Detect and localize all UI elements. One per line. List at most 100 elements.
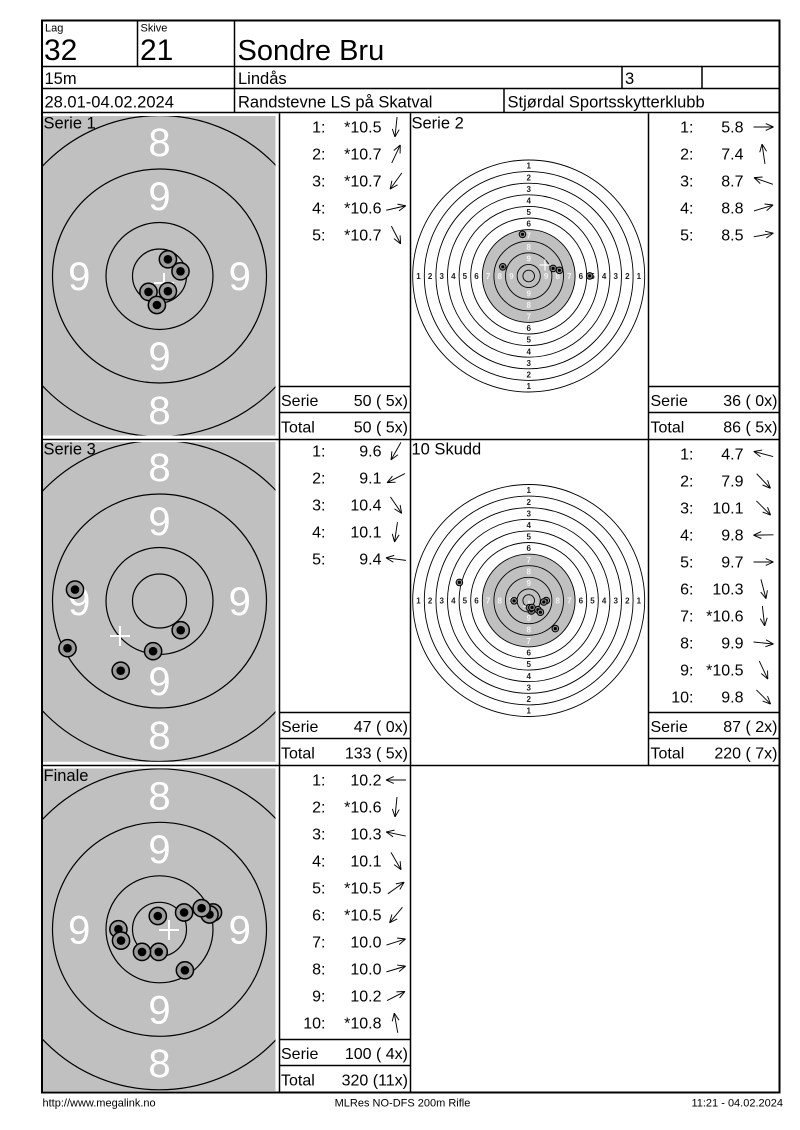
svg-text:3: 3: [613, 272, 618, 281]
svg-text:7: 7: [567, 272, 572, 281]
svg-text:1: 1: [526, 162, 531, 171]
svg-text:5:: 5:: [312, 881, 325, 898]
svg-text:Serie 2: Serie 2: [412, 114, 464, 132]
svg-text:Serie: Serie: [281, 1046, 318, 1063]
svg-text:3: 3: [439, 596, 444, 605]
svg-text:3: 3: [526, 359, 531, 368]
svg-text:9: 9: [229, 255, 251, 299]
svg-text:6: 6: [579, 596, 584, 605]
svg-text:2: 2: [625, 596, 630, 605]
svg-text:3: 3: [526, 683, 531, 692]
svg-text:6: 6: [474, 596, 479, 605]
svg-text:8: 8: [148, 775, 170, 819]
svg-text:9: 9: [68, 255, 90, 299]
svg-text:Sondre Bru: Sondre Bru: [238, 35, 385, 67]
svg-text:6:: 6:: [312, 908, 325, 925]
svg-text:28.01-04.02.2024: 28.01-04.02.2024: [45, 94, 174, 112]
svg-text:9: 9: [544, 272, 549, 281]
svg-text:9: 9: [148, 828, 170, 872]
svg-text:4: 4: [602, 596, 607, 605]
svg-text:6: 6: [579, 272, 584, 281]
svg-text:8: 8: [497, 272, 502, 281]
svg-text:5: 5: [526, 208, 531, 217]
svg-text:*10.6: *10.6: [706, 609, 743, 626]
svg-text:8:: 8:: [312, 962, 325, 979]
svg-text:2: 2: [625, 272, 630, 281]
svg-text:5:: 5:: [312, 552, 325, 569]
svg-text:3:: 3:: [312, 498, 325, 515]
svg-text:9.6: 9.6: [359, 444, 381, 461]
svg-text:9.9: 9.9: [721, 636, 743, 653]
svg-text:4:: 4:: [312, 201, 325, 218]
svg-text:10.0: 10.0: [350, 935, 381, 952]
svg-text:Serie: Serie: [281, 393, 318, 410]
svg-text:9:: 9:: [312, 989, 325, 1006]
svg-text:6: 6: [526, 220, 531, 229]
svg-text:9: 9: [526, 289, 531, 298]
svg-text:8: 8: [148, 446, 170, 490]
svg-text:10.3: 10.3: [350, 827, 381, 844]
svg-text:1: 1: [526, 382, 531, 391]
svg-text:1: 1: [526, 486, 531, 495]
svg-text:9: 9: [148, 335, 170, 379]
svg-text:8: 8: [148, 1042, 170, 1086]
svg-text:10.2: 10.2: [350, 773, 381, 790]
svg-text:2:: 2:: [312, 147, 325, 164]
svg-text:*10.7: *10.7: [344, 147, 381, 164]
svg-text:6:: 6:: [680, 582, 693, 599]
svg-text:*10.6: *10.6: [344, 201, 381, 218]
svg-text:2:: 2:: [312, 471, 325, 488]
svg-text:7: 7: [486, 596, 491, 605]
svg-text:1: 1: [526, 707, 531, 716]
svg-text:5: 5: [463, 596, 468, 605]
svg-text:7: 7: [486, 272, 491, 281]
svg-text:320 (11x): 320 (11x): [342, 1072, 408, 1089]
svg-text:4:: 4:: [312, 525, 325, 542]
svg-text:Finale: Finale: [44, 767, 89, 785]
svg-text:9: 9: [148, 175, 170, 219]
svg-text:1:: 1:: [680, 447, 693, 464]
svg-text:5: 5: [463, 272, 468, 281]
svg-text:2:: 2:: [680, 147, 693, 164]
svg-text:4: 4: [451, 272, 456, 281]
svg-text:2:: 2:: [680, 474, 693, 491]
svg-text:9.8: 9.8: [721, 528, 743, 545]
svg-text:2:: 2:: [312, 800, 325, 817]
svg-text:8: 8: [526, 301, 531, 310]
svg-text:7.9: 7.9: [721, 474, 743, 491]
svg-text:133 ( 5x): 133 ( 5x): [345, 746, 408, 763]
svg-text:9: 9: [148, 989, 170, 1033]
svg-text:7: 7: [567, 596, 572, 605]
svg-text:4:: 4:: [680, 528, 693, 545]
svg-text:7: 7: [526, 231, 531, 240]
svg-text:3: 3: [625, 70, 634, 88]
svg-text:9.1: 9.1: [359, 471, 381, 488]
svg-text:3: 3: [526, 185, 531, 194]
svg-text:9: 9: [148, 500, 170, 544]
svg-text:8: 8: [148, 389, 170, 433]
svg-text:10.4: 10.4: [350, 498, 381, 515]
svg-text:5:: 5:: [680, 228, 693, 245]
svg-text:5.8: 5.8: [721, 120, 743, 137]
svg-text:87 ( 2x): 87 ( 2x): [723, 719, 777, 736]
svg-text:2: 2: [526, 371, 531, 380]
svg-text:9.4: 9.4: [359, 552, 381, 569]
svg-text:Total: Total: [281, 1072, 315, 1089]
svg-text:5:: 5:: [312, 228, 325, 245]
svg-text:3: 3: [526, 509, 531, 518]
svg-text:1: 1: [416, 596, 421, 605]
svg-text:4: 4: [526, 672, 531, 681]
svg-text:6: 6: [526, 324, 531, 333]
svg-text:50 ( 5x): 50 ( 5x): [354, 419, 408, 436]
svg-text:7: 7: [526, 313, 531, 322]
svg-text:9:: 9:: [680, 663, 693, 680]
svg-text:4: 4: [451, 596, 456, 605]
svg-text:9: 9: [526, 579, 531, 588]
svg-text:*10.7: *10.7: [344, 228, 381, 245]
svg-text:10.1: 10.1: [350, 854, 381, 871]
svg-text:Serie: Serie: [651, 719, 688, 736]
svg-text:Lag: Lag: [45, 23, 63, 35]
svg-text:7: 7: [526, 556, 531, 565]
svg-text:Total: Total: [651, 746, 685, 763]
svg-text:47 ( 0x): 47 ( 0x): [354, 719, 408, 736]
